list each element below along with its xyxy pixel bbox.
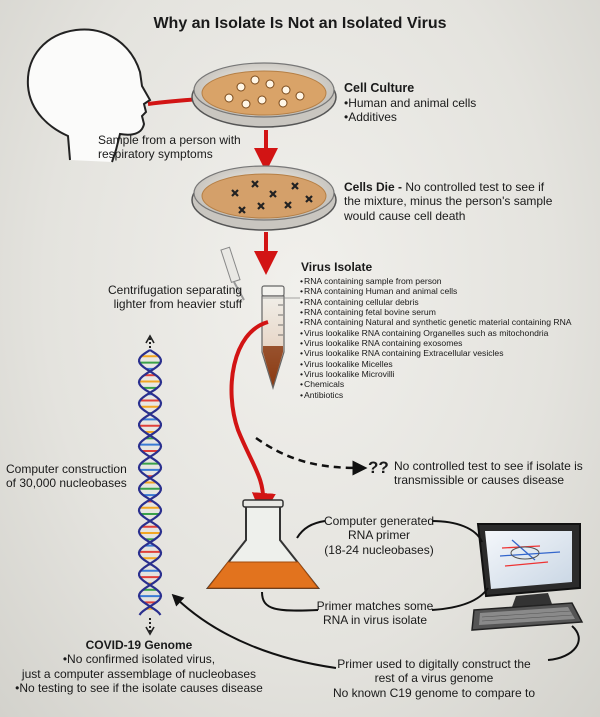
primer-label: Computer generated RNA primer (18-24 nuc… xyxy=(324,514,435,557)
cell-culture-block: Cell Culture •Human and animal cells •Ad… xyxy=(344,81,476,125)
cell-culture-item: •Human and animal cells xyxy=(344,96,477,110)
connector-flask-primermatch xyxy=(261,591,319,612)
connector-flask-primer xyxy=(296,520,326,539)
isolate-item: RNA containing fetal bovine serum xyxy=(300,307,572,317)
person-head-icon xyxy=(26,28,152,163)
isolate-item: Virus lookalike Micelles xyxy=(300,359,572,369)
isolate-item: RNA containing Natural and synthetic gen… xyxy=(300,317,572,327)
isolate-item: Virus lookalike RNA containing Organelle… xyxy=(300,328,572,338)
isolate-item: Virus lookalike Microvilli xyxy=(300,369,572,379)
erlenmeyer-flask xyxy=(205,499,321,589)
page-title: Why an Isolate Is Not an Isolated Virus xyxy=(153,15,447,32)
isolate-item: Virus lookalike RNA containing Extracell… xyxy=(300,348,572,358)
no-control-label: No controlled test to see if isolate is … xyxy=(394,459,583,488)
centrifugation-label: Centrifugation separating lighter from h… xyxy=(108,283,243,312)
isolate-item: RNA containing Human and animal cells xyxy=(300,286,572,296)
centrifuge-tube xyxy=(261,285,300,391)
primer-used-label: Primer used to digitally construct the r… xyxy=(332,657,536,700)
isolate-item: RNA containing cellular debris xyxy=(300,297,572,307)
cell-culture-item: •Additives xyxy=(344,110,397,125)
cells-die-block: Cells Die - No controlled test to see if… xyxy=(344,180,553,223)
petri-dish-cells-die xyxy=(191,165,337,231)
arrow-primerused-to-genome xyxy=(171,593,337,669)
computer-construction-label: Computer construction of 30,000 nucleoba… xyxy=(6,462,127,491)
covid-genome-block: COVID-19 Genome •No confirmed isolated v… xyxy=(8,638,270,696)
virus-isolate-list: RNA containing sample from person RNA co… xyxy=(300,276,572,400)
isolate-item: Virus lookalike RNA containing exosomes xyxy=(300,338,572,348)
connector-primer-computer xyxy=(431,520,483,543)
virus-isolate-heading: Virus Isolate xyxy=(301,260,373,274)
dna-helix xyxy=(137,334,163,636)
dashed-arrow-to-question xyxy=(255,436,368,476)
isolate-item: Antibiotics xyxy=(300,390,572,400)
connector-computer-primerused xyxy=(547,625,580,661)
cells-die-heading: Cells Die - xyxy=(344,180,403,194)
cell-culture-heading: Cell Culture xyxy=(344,81,415,95)
sample-label: Sample from a person with respiratory sy… xyxy=(98,133,241,162)
isolate-item: Chemicals xyxy=(300,379,572,389)
petri-dish-culture xyxy=(191,62,337,128)
question-marks: ?? xyxy=(368,458,389,477)
primer-match-label: Primer matches some RNA in virus isolate xyxy=(316,599,434,628)
isolate-item: RNA containing sample from person xyxy=(300,276,572,286)
covid-genome-heading: COVID-19 Genome xyxy=(85,638,193,652)
computer-icon xyxy=(471,523,584,631)
connector-primermatch-computer xyxy=(431,587,489,611)
arrow-tube-to-flask xyxy=(229,320,276,517)
pipette-icon xyxy=(220,246,245,301)
